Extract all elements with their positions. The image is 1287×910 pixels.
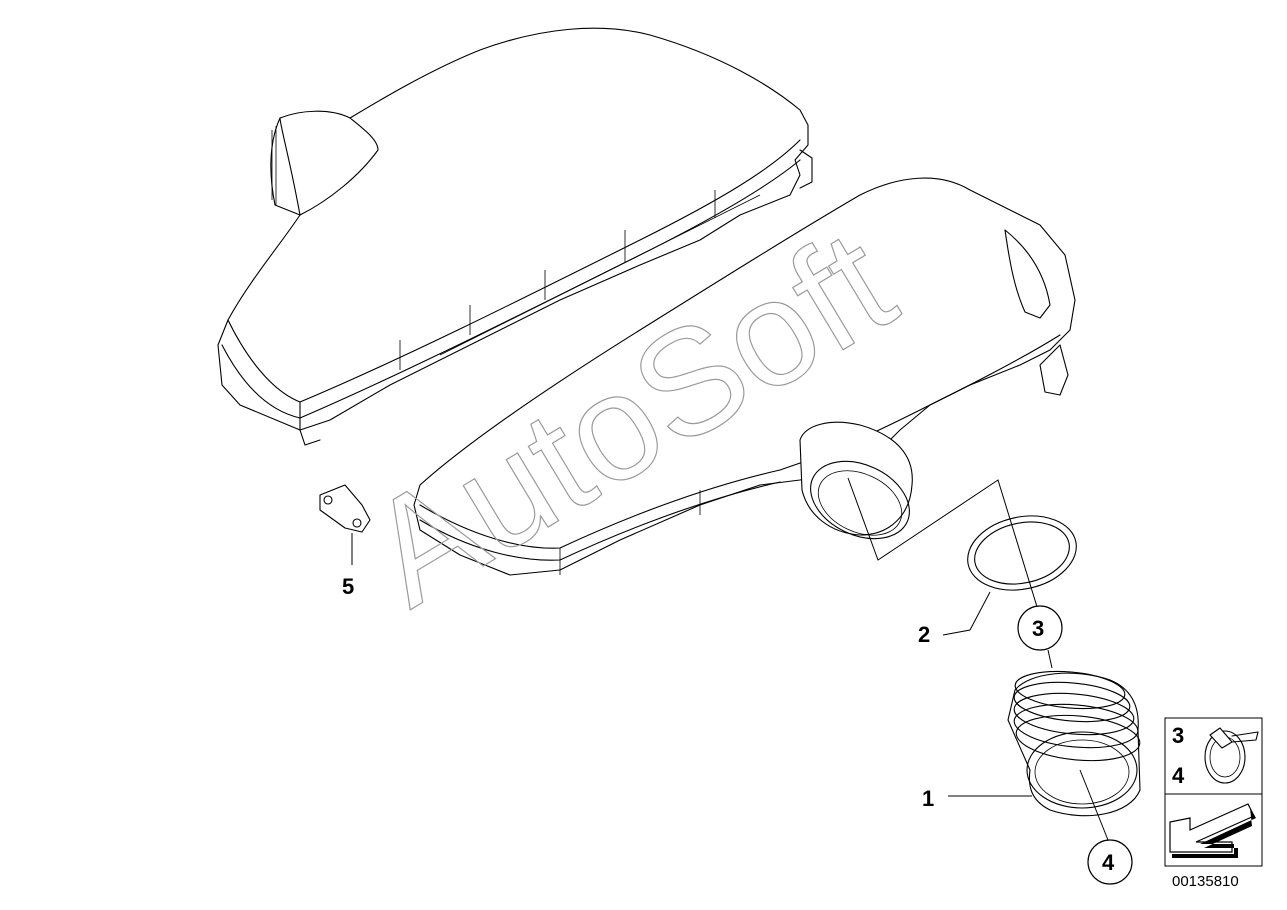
legend-number-4: 4 [1172,763,1185,788]
hose-clamp-icon [1204,727,1259,784]
part-label-5: 5 [342,574,354,599]
housing-outlet-neck [799,421,913,540]
part-label-2: 2 [918,622,930,647]
part-label-3-circle [1017,605,1063,651]
part-4-callout: 4 [1087,839,1133,885]
part-label-4: 4 [1102,850,1115,875]
part-3-callout: 3 [1017,605,1063,669]
part-label-1: 1 [922,786,934,811]
leader-line-2 [942,591,991,636]
part-label-4-circle [1087,839,1133,885]
part-1-intake-hose: 1 [922,670,1141,841]
legend-box: 3 4 [1164,717,1263,867]
assembly-leader [847,477,1039,611]
arrow-left-down-icon [1169,803,1256,858]
upper-housing-cover [217,27,813,446]
document-number: 00135810 [1172,873,1239,890]
part-2-seal-ring: 2 [918,515,1077,647]
legend-number-3: 3 [1172,723,1184,748]
part-label-3: 3 [1032,616,1044,641]
part-5-bracket: 5 [319,484,371,599]
